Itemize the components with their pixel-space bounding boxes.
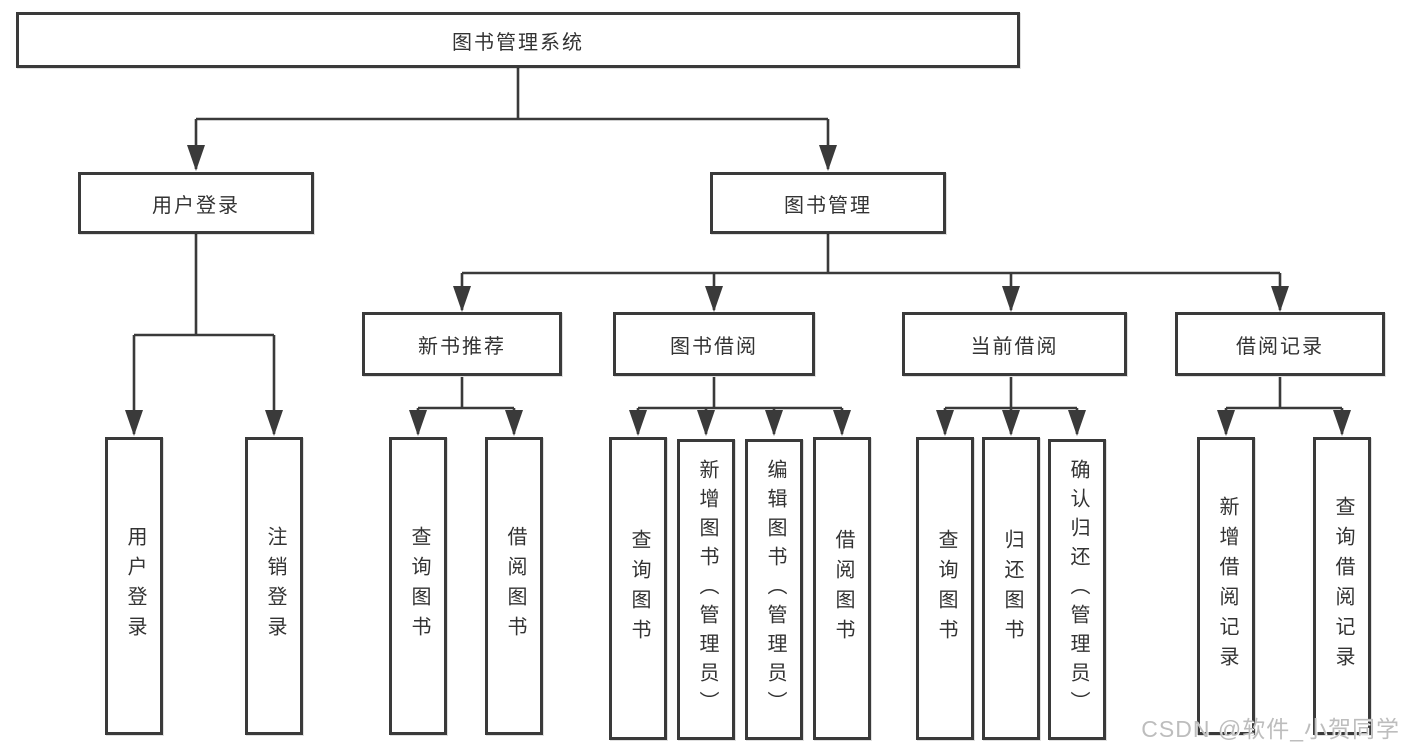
leaf-recommend-borrow-books: 借阅图书	[485, 437, 543, 735]
leaf-records-add-record: 新增借阅记录	[1197, 437, 1255, 735]
node-borrow-records: 借阅记录	[1175, 312, 1385, 376]
leaf-logout: 注销登录	[245, 437, 303, 735]
node-new-book-recommend: 新书推荐	[362, 312, 562, 376]
leaf-borrow-add-books-admin: 新增图书（管理员）	[677, 439, 735, 740]
node-user-login: 用户登录	[78, 172, 314, 234]
leaf-current-query-books: 查询图书	[916, 437, 974, 740]
node-book-borrow: 图书借阅	[613, 312, 815, 376]
leaf-borrow-query-books: 查询图书	[609, 437, 667, 740]
csdn-watermark: CSDN @软件_小贺同学	[1141, 716, 1400, 742]
leaf-recommend-query-books: 查询图书	[389, 437, 447, 735]
leaf-records-query-record: 查询借阅记录	[1313, 437, 1371, 735]
leaf-current-confirm-return-admin: 确认归还（管理员）	[1048, 439, 1106, 740]
node-root-system: 图书管理系统	[16, 12, 1020, 68]
leaf-borrow-borrow-books: 借阅图书	[813, 437, 871, 740]
leaf-borrow-edit-books-admin: 编辑图书（管理员）	[745, 439, 803, 740]
node-current-borrow: 当前借阅	[902, 312, 1127, 376]
leaf-current-return-books: 归还图书	[982, 437, 1040, 740]
leaf-user-login: 用户登录	[105, 437, 163, 735]
node-book-management: 图书管理	[710, 172, 946, 234]
